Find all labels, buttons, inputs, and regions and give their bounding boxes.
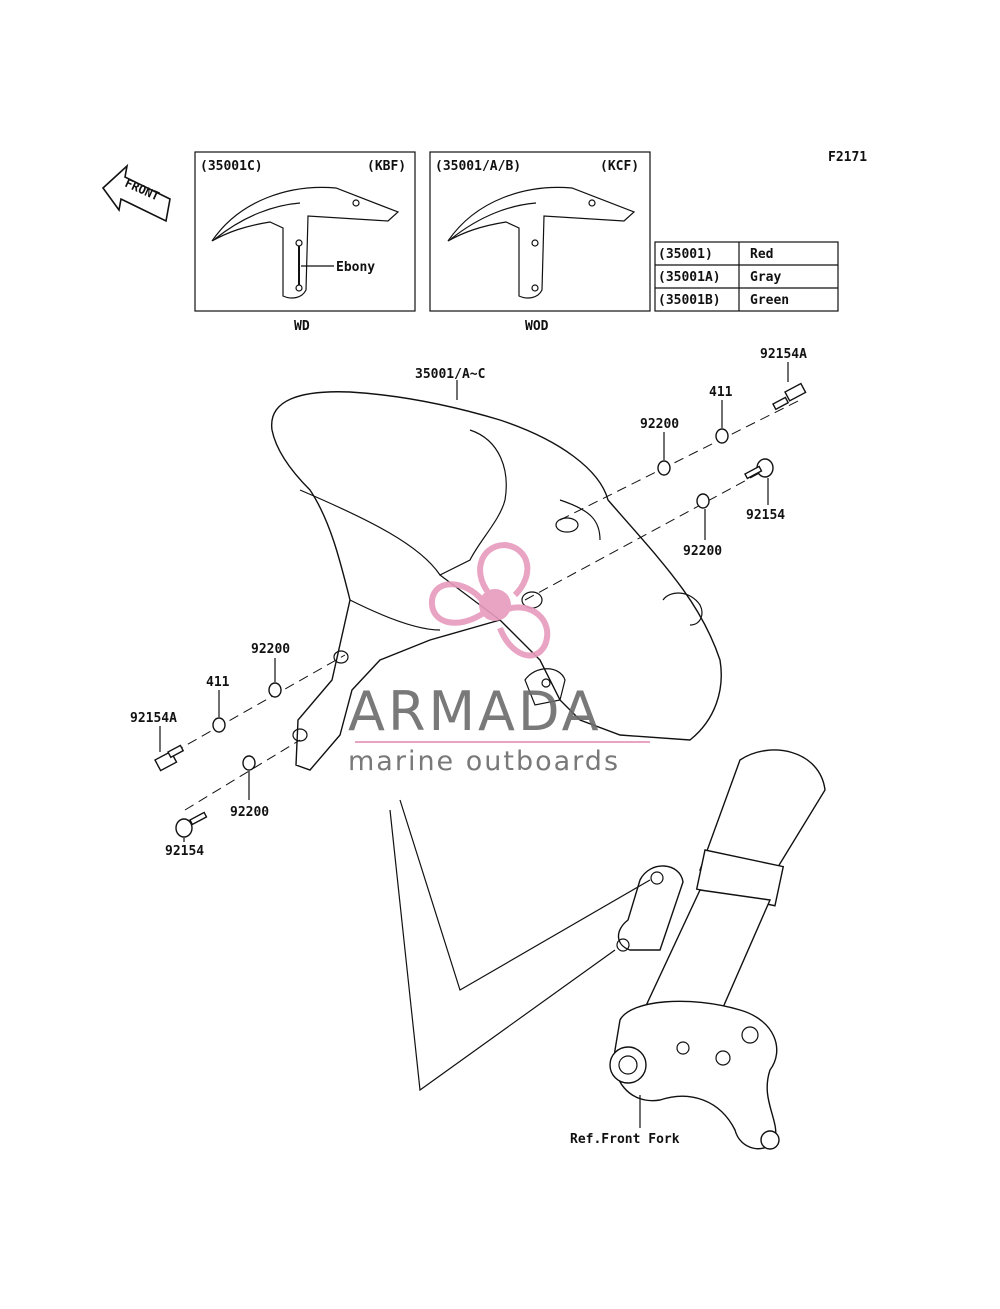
color-name-2: Gray bbox=[750, 270, 781, 285]
inset-kcf-code: (35001/A/B) bbox=[435, 159, 521, 174]
propeller-logo-icon bbox=[428, 541, 551, 659]
label-92200-right-upper: 92200 bbox=[640, 417, 679, 432]
label-92154-right: 92154 bbox=[746, 508, 785, 523]
label-fork-ref: Ref.Front Fork bbox=[570, 1132, 680, 1147]
leader-fork-upper bbox=[399, 799, 651, 991]
color-name-3: Green bbox=[750, 293, 789, 308]
inset-kcf-model: (KCF) bbox=[600, 159, 639, 174]
label-fender: 35001/A~C bbox=[415, 367, 485, 382]
color-table: (35001) Red (35001A) Gray (35001B) Green bbox=[654, 241, 839, 312]
inset-kcf-caption: WOD bbox=[525, 319, 549, 334]
washer-411-right-icon bbox=[715, 428, 729, 444]
inset-kbf-model: (KBF) bbox=[367, 159, 406, 174]
axis-lower-left bbox=[184, 739, 301, 811]
color-code-3: (35001B) bbox=[658, 293, 721, 308]
inset-kbf-caption: WD bbox=[294, 319, 310, 334]
axis-upper-left bbox=[159, 654, 346, 761]
inset-kbf: (35001C) (KBF) Ebony WD bbox=[194, 151, 416, 334]
propeller-hub-icon bbox=[479, 589, 511, 621]
bolt-92154a-left-icon bbox=[154, 744, 185, 772]
washer-411-left-icon bbox=[212, 717, 226, 733]
label-411-left: 411 bbox=[206, 675, 230, 690]
color-code-2: (35001A) bbox=[658, 270, 721, 285]
inset-kcf: (35001/A/B) (KCF) WOD bbox=[429, 151, 651, 334]
washer-92200-left-upper-icon bbox=[268, 682, 282, 698]
inset-kbf-callout: Ebony bbox=[336, 260, 375, 275]
color-code-1: (35001) bbox=[658, 247, 713, 262]
label-92154-left: 92154 bbox=[165, 844, 204, 859]
axis-upper-right bbox=[559, 399, 801, 521]
label-92154a-left: 92154A bbox=[130, 711, 177, 726]
washer-92200-left-lower-icon bbox=[242, 755, 256, 771]
leader-fork-lower bbox=[389, 809, 616, 1092]
front-label: FRONT bbox=[123, 176, 162, 203]
watermark-tagline: marine outboards bbox=[348, 746, 620, 777]
label-92154a-right: 92154A bbox=[760, 347, 807, 362]
front-arrow-icon: FRONT bbox=[101, 163, 171, 223]
washer-92200-right-lower-icon bbox=[696, 493, 710, 509]
armada-watermark: ARMADA marine outboards bbox=[348, 541, 650, 777]
label-92200-right-lower: 92200 bbox=[683, 544, 722, 559]
front-fork bbox=[609, 749, 826, 1150]
bolt-92154-left-icon bbox=[175, 811, 208, 838]
label-411-right: 411 bbox=[709, 385, 733, 400]
washer-92200-right-upper-icon bbox=[657, 460, 671, 476]
watermark-brand: ARMADA bbox=[348, 680, 602, 743]
bolt-92154-right-icon bbox=[744, 458, 774, 480]
axis-lower-right bbox=[524, 469, 766, 601]
bolt-92154a-right-icon bbox=[772, 382, 807, 411]
inset-kbf-code: (35001C) bbox=[200, 159, 263, 174]
label-92200-left-upper: 92200 bbox=[251, 642, 290, 657]
figure-code: F2171 bbox=[828, 150, 867, 165]
color-name-1: Red bbox=[750, 247, 773, 262]
label-92200-left-lower: 92200 bbox=[230, 805, 269, 820]
